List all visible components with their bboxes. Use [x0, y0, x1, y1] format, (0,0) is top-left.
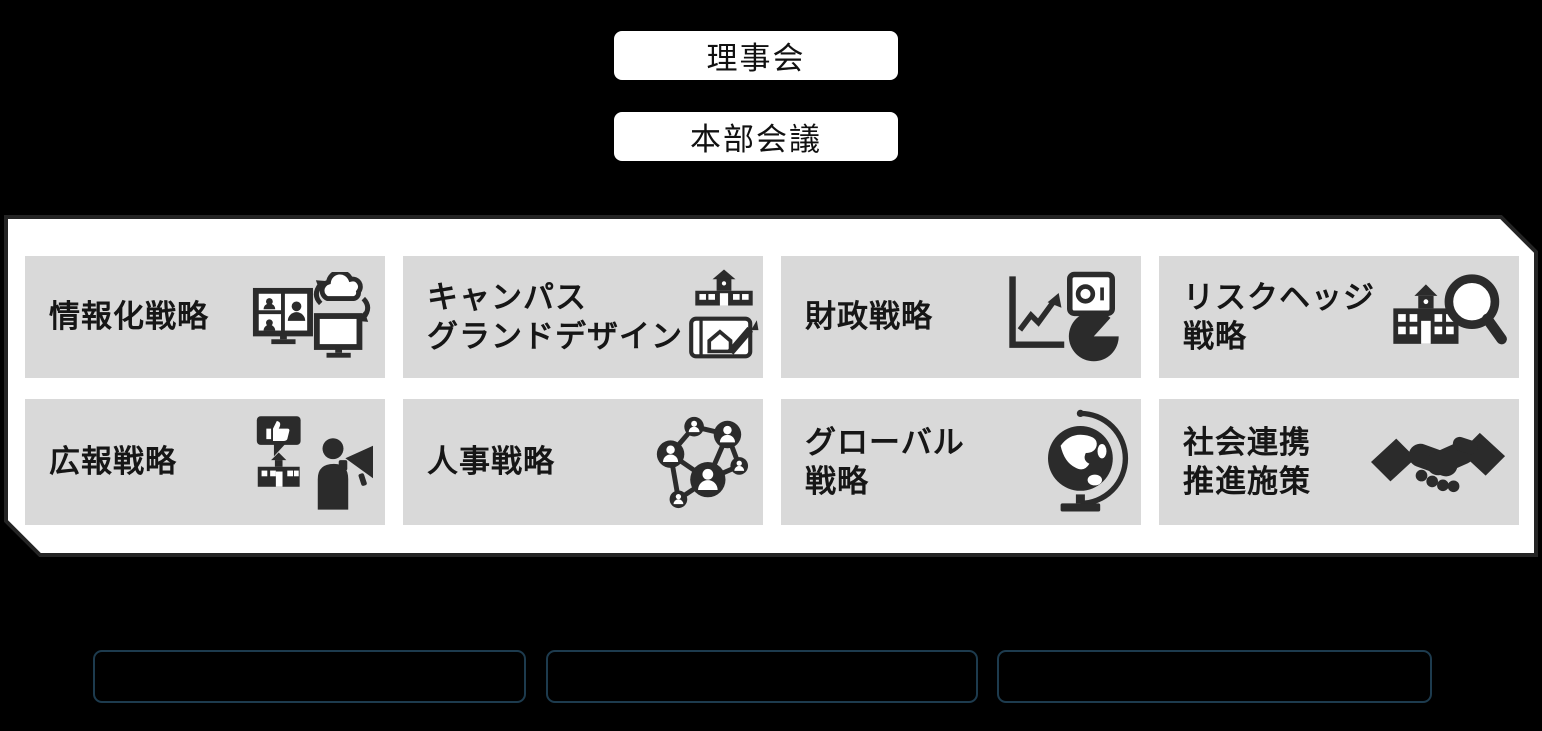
footer-placeholder-box-3 — [997, 650, 1432, 703]
strategy-card-global: グローバル 戦略 — [781, 399, 1141, 525]
panel-shape — [4, 215, 1538, 557]
desk-globe-icon — [1048, 409, 1129, 512]
strategy-card-finance: 財政戦略 — [781, 256, 1141, 378]
strategy-card-campus-design: キャンパス グランドデザイン — [403, 256, 763, 378]
footer-placeholder-box-2 — [546, 650, 978, 703]
card-label: グローバル 戦略 — [805, 424, 965, 499]
strategy-cards-grid: 情報化戦略 キャンパス グラ — [25, 256, 1519, 525]
headquarters-meeting-label: 本部会議 — [690, 122, 822, 157]
board-of-directors-label: 理事会 — [706, 41, 806, 76]
announcement-megaphone-icon — [256, 416, 373, 510]
handshake-icon — [1371, 432, 1506, 493]
card-label: リスクヘッジ 戦略 — [1183, 279, 1375, 354]
card-label: 人事戦略 — [427, 444, 555, 480]
strategy-card-risk-hedge: リスクヘッジ 戦略 — [1159, 256, 1519, 378]
strategy-card-human-resources: 人事戦略 — [403, 399, 763, 525]
card-label: 財政戦略 — [805, 299, 933, 335]
school-magnifier-icon — [1393, 274, 1507, 345]
headquarters-meeting-box: 本部会議 — [614, 112, 898, 161]
remote-work-cloud-icon — [252, 272, 371, 358]
strategy-card-information: 情報化戦略 — [25, 256, 385, 378]
card-label: 広報戦略 — [49, 444, 177, 480]
card-label: 社会連携 推進施策 — [1183, 424, 1311, 499]
campus-blueprint-icon — [689, 269, 759, 359]
board-of-directors-box: 理事会 — [614, 31, 898, 80]
strategy-card-social-partnership: 社会連携 推進施策 — [1159, 399, 1519, 525]
chart-safe-pie-icon — [1009, 271, 1121, 362]
strategy-card-public-relations: 広報戦略 — [25, 399, 385, 525]
card-label: キャンパス グランドデザイン — [427, 279, 683, 354]
card-label: 情報化戦略 — [49, 299, 209, 335]
footer-placeholder-box-1 — [93, 650, 526, 703]
people-network-icon — [656, 416, 749, 509]
